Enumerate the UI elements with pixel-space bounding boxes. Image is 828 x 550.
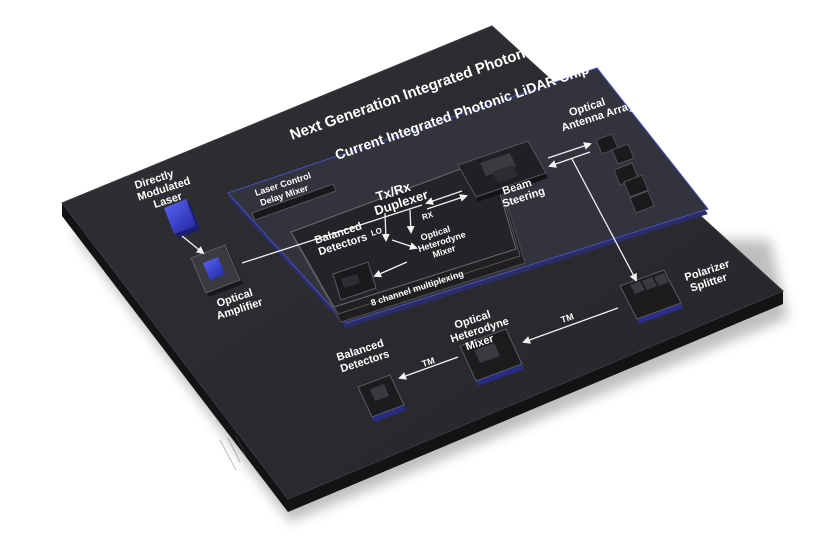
polarizer-splitter <box>619 269 683 324</box>
optical-antenna-array <box>595 133 655 214</box>
optical-amplifier <box>190 244 243 297</box>
tm-left-label: TM <box>421 355 436 369</box>
inner-balanced-detectors <box>332 261 377 301</box>
v-logo-mark <box>219 435 247 471</box>
directly-modulated-laser <box>164 199 200 238</box>
outer-heterodyne-mixer <box>459 328 524 386</box>
duplexer-label: Tx/Rx Duplexer <box>372 179 430 219</box>
beam-steering-chip <box>457 140 548 202</box>
tm-right-label: TM <box>560 311 575 325</box>
laser-control-delay-mixer <box>251 183 337 221</box>
rx-label: RX <box>421 210 435 222</box>
outer-balanced-detectors <box>357 374 406 422</box>
lo-label: LO <box>370 226 383 238</box>
optical-paths <box>181 142 637 380</box>
